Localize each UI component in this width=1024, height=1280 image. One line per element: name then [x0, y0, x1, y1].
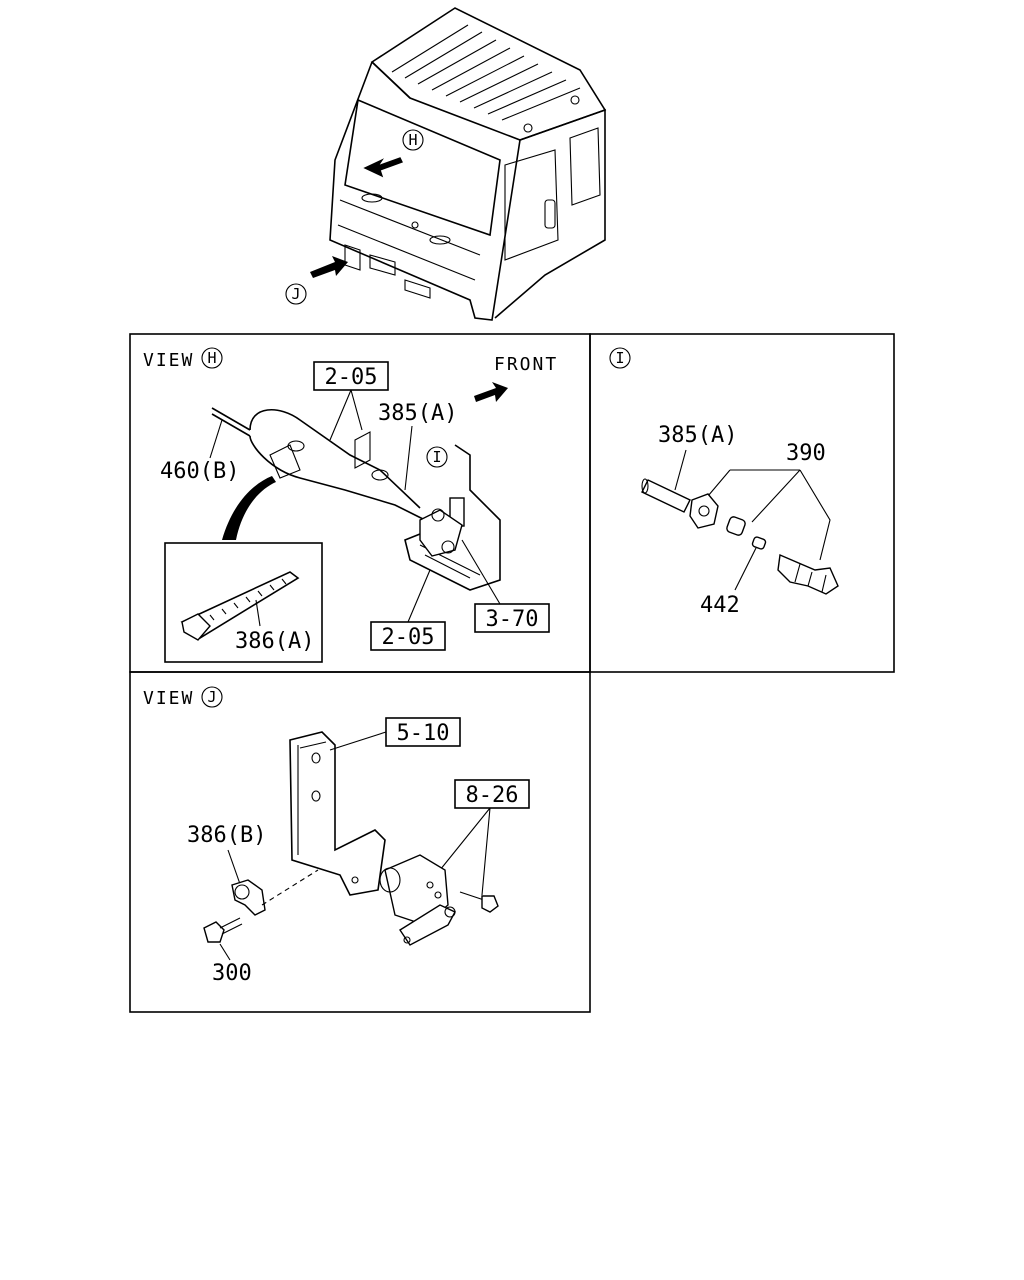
label-300: 300 — [212, 961, 252, 986]
marker-i-in-h: I — [432, 448, 441, 466]
cab-overview-drawing: H J — [285, 7, 607, 321]
ref-8-26: 8-26 — [466, 783, 519, 808]
marker-j-overview: J — [291, 285, 300, 303]
label-385a-h: 385(A) — [378, 401, 457, 426]
ref-3-70: 3-70 — [486, 607, 539, 632]
view-j-marker: J — [207, 688, 216, 706]
panel-view-j: VIEW J 5-10 8-26 386(B) 300 — [143, 686, 530, 986]
panel-view-i-frame — [589, 333, 895, 673]
view-j-prefix: VIEW — [143, 688, 194, 709]
label-390: 390 — [786, 441, 826, 466]
marker-h-overview: H — [408, 131, 417, 149]
ref-5-10: 5-10 — [397, 721, 450, 746]
view-h-prefix: VIEW — [143, 350, 194, 371]
ref-2-05-bottom: 2-05 — [382, 625, 435, 650]
front-arrow-icon — [474, 382, 508, 402]
ref-2-05-top: 2-05 — [325, 365, 378, 390]
label-385a-i: 385(A) — [658, 423, 737, 448]
label-460b: 460(B) — [160, 459, 239, 484]
label-386a: 386(A) — [235, 629, 314, 654]
label-442: 442 — [700, 593, 740, 618]
label-386b: 386(B) — [187, 823, 266, 848]
panel-view-h: VIEW H FRONT 2-05 385(A) 460(B) I — [143, 347, 558, 663]
view-i-marker: I — [615, 349, 624, 367]
panel-view-i: I 385(A) 390 442 — [609, 347, 839, 618]
panel-view-j-frame — [129, 671, 591, 1013]
front-label: FRONT — [494, 354, 558, 375]
view-h-marker: H — [207, 349, 216, 367]
